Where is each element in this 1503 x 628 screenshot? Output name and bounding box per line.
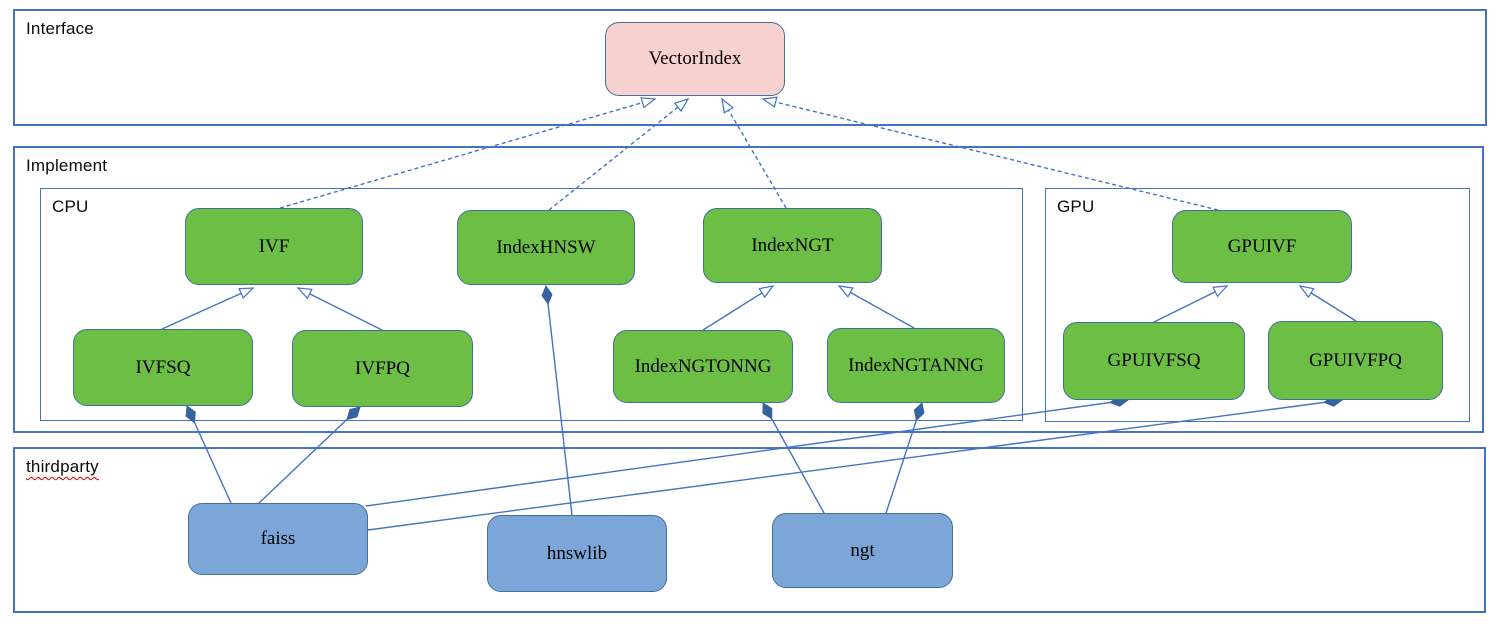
node-ngt-label: ngt — [850, 539, 875, 561]
edge-ivfsq-faiss — [185, 405, 232, 504]
interface-label: Interface — [26, 19, 94, 38]
node-ngt[interactable]: ngt — [772, 513, 953, 588]
edge-gpuivfsq-gpuivf — [1153, 285, 1229, 323]
node-indexhnsw-label: IndexHNSW — [496, 236, 596, 258]
node-indexngtanng[interactable]: IndexNGTANNG — [827, 328, 1005, 403]
edge-indexngtonng-indexngt — [702, 285, 775, 331]
node-ivf-label: IVF — [258, 235, 290, 257]
edge-ivfpq-faiss — [258, 406, 361, 504]
node-gpuivfsq[interactable]: GPUIVFSQ — [1063, 322, 1245, 400]
edge-indexhnsw-vectorindex — [548, 97, 690, 211]
node-gpuivfsq-label: GPUIVFSQ — [1107, 350, 1201, 371]
node-indexngt[interactable]: IndexNGT — [703, 208, 882, 283]
edge-gpuivf-vectorindex — [761, 96, 1219, 211]
node-ivfpq-label: IVFPQ — [355, 357, 410, 379]
node-ivfsq[interactable]: IVFSQ — [73, 329, 253, 406]
edge-indexngt-vectorindex — [721, 97, 787, 209]
node-indexngtanng-label: IndexNGTANNG — [848, 354, 984, 376]
node-ivfsq-label: IVFSQ — [135, 356, 191, 378]
edge-ivfpq-ivf — [296, 287, 383, 331]
node-gpuivf[interactable]: GPUIVF — [1172, 210, 1352, 283]
node-gpuivfpq-label: GPUIVFPQ — [1309, 349, 1402, 371]
edge-indexngtonng-ngt — [762, 402, 825, 514]
node-indexngt-label: IndexNGT — [751, 234, 834, 256]
node-indexhnsw[interactable]: IndexHNSW — [457, 210, 635, 285]
node-vectorindex-label: VectorIndex — [648, 48, 742, 69]
gpu-container: GPU — [1045, 188, 1470, 422]
node-gpuivf-label: GPUIVF — [1227, 235, 1297, 257]
thirdparty-container: thirdparty — [13, 447, 1486, 613]
node-ivfpq[interactable]: IVFPQ — [292, 330, 473, 407]
node-ivf[interactable]: IVF — [185, 208, 363, 285]
interface-container: Interface — [13, 9, 1487, 126]
node-hnswlib[interactable]: hnswlib — [487, 515, 667, 592]
implement-container: Implement — [13, 146, 1484, 433]
edge-indexngtanng-indexngt — [837, 285, 915, 329]
edge-gpuivfpq-faiss — [367, 395, 1344, 531]
node-gpuivfpq[interactable]: GPUIVFPQ — [1268, 321, 1443, 400]
node-vectorindex[interactable]: VectorIndex — [605, 22, 785, 96]
thirdparty-label: thirdparty — [26, 457, 99, 476]
edge-indexhnsw-hnswlib — [541, 284, 573, 516]
edge-gpuivfsq-faiss — [365, 395, 1130, 507]
edge-gpuivfpq-gpuivf — [1298, 285, 1357, 322]
node-hnswlib-label: hnswlib — [546, 542, 608, 564]
cpu-container: CPU — [40, 188, 1023, 421]
node-indexngtonng[interactable]: IndexNGTONNG — [613, 330, 793, 403]
implement-label: Implement — [26, 156, 108, 175]
gpu-label: GPU — [1057, 197, 1095, 216]
node-indexngtonng-label: IndexNGTONNG — [634, 355, 772, 377]
cpu-label: CPU — [52, 197, 89, 216]
node-faiss[interactable]: faiss — [188, 503, 368, 575]
edge-ivf-vectorindex — [279, 97, 657, 209]
edge-ivfsq-ivf — [161, 287, 255, 330]
node-faiss-label: faiss — [260, 528, 296, 549]
